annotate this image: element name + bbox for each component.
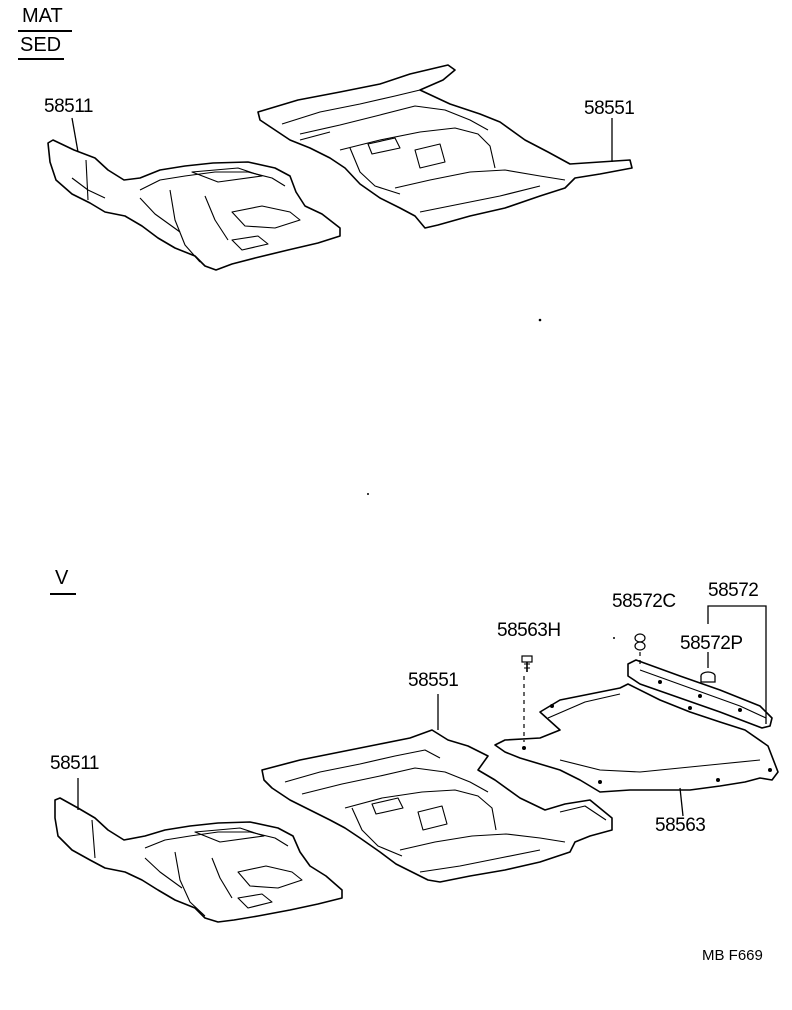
- v-underline: [50, 593, 76, 595]
- part-label-clip-c: 58572C: [612, 591, 676, 612]
- part-label-plug: 58572P: [680, 633, 743, 654]
- part-label-rear-mat-bottom: 58551: [408, 670, 459, 691]
- section-title-mat: MAT: [22, 5, 63, 27]
- bracket-leader: [707, 605, 767, 724]
- section-title-v: V: [55, 567, 69, 589]
- plug-icon: [700, 671, 716, 683]
- part-label-rear-mat-top: 58551: [584, 98, 635, 119]
- part-label-cargo-mat: 58563: [655, 815, 706, 836]
- cargo-floor-mat: [494, 683, 779, 793]
- rear-floor-mat-top: [257, 64, 633, 229]
- part-label-bracket: 58572: [708, 580, 759, 601]
- title-divider: [18, 30, 72, 32]
- part-label-clip-h: 58563H: [497, 620, 561, 641]
- clip-icon: [634, 633, 646, 651]
- front-floor-mat-top: [47, 139, 341, 271]
- subtitle-underline: [18, 58, 64, 60]
- section-subtitle-sed: SED: [20, 34, 62, 56]
- mat-retainer-bracket: [627, 659, 773, 729]
- leader-line: [679, 787, 684, 817]
- rear-floor-mat-bottom: [261, 729, 613, 883]
- figure-reference-code: MB F669: [702, 947, 763, 964]
- leader-line: [71, 117, 79, 153]
- part-label-front-mat-top: 58511: [44, 96, 93, 117]
- part-label-front-mat-bottom: 58511: [50, 753, 99, 774]
- front-floor-mat-bottom: [54, 797, 343, 923]
- clip-icon: [521, 655, 533, 672]
